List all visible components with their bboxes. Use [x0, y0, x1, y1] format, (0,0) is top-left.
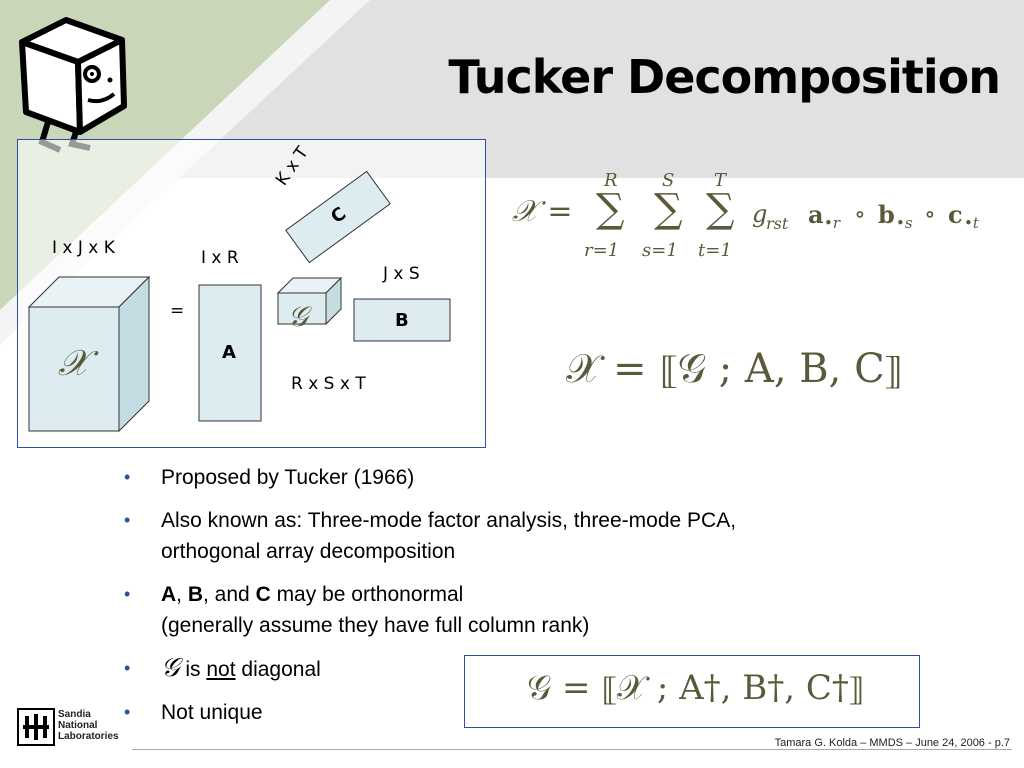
- a-label: A: [222, 342, 236, 363]
- tucker-diagram: [27, 170, 451, 433]
- core-g-cube: [276, 276, 343, 326]
- bullet-item: •𝒢 is not diagonal: [124, 653, 321, 683]
- sandia-logo-text: Sandia National Laboratories: [58, 709, 119, 742]
- matrix-c: [285, 170, 391, 264]
- bullet-item: •Also known as: Three-mode factor analys…: [124, 509, 737, 563]
- core-formula-box: 𝒢 = ⟦𝒳 ; A†, B†, C†⟧: [464, 655, 920, 728]
- matrix-a: [198, 284, 262, 422]
- b-dims-label: J x S: [383, 264, 420, 284]
- x-dims-label: I x J x K: [52, 238, 115, 258]
- core-formula: 𝒢 = ⟦𝒳 ; A†, B†, C†⟧: [527, 668, 865, 708]
- bullet-item: •Not unique: [124, 701, 263, 724]
- footer-text: Tamara G. Kolda – MMDS – June 24, 2006 -…: [774, 737, 1010, 749]
- b-label: B: [395, 310, 409, 331]
- bracket-formula: 𝒳 = ⟦𝒢 ; A, B, C⟧: [566, 346, 903, 392]
- matrix-b: [353, 298, 451, 342]
- footer-divider: [132, 749, 1012, 750]
- a-dims-label: I x R: [201, 248, 239, 268]
- equals-sign: =: [170, 301, 185, 321]
- bullet-item: •A, B, and C may be orthonormal(generall…: [124, 583, 590, 637]
- g-core-symbol: 𝒢: [288, 300, 308, 333]
- g-dims-label: R x S x T: [291, 374, 366, 394]
- slide-title: Tucker Decomposition: [448, 50, 1001, 104]
- sandia-logo-icon: [17, 708, 55, 746]
- bullet-item: •Proposed by Tucker (1966): [124, 466, 415, 489]
- tensor-x-cube: [27, 275, 151, 433]
- sum-formula: 𝒳 = R ∑ r=1 S ∑ s=1 T ∑ t=1 g rst a •r ∘…: [512, 170, 979, 261]
- bullet-list: •Proposed by Tucker (1966) •Also known a…: [120, 462, 880, 740]
- x-tensor-symbol: 𝒳: [58, 343, 89, 384]
- cube-mascot-icon: [19, 17, 127, 153]
